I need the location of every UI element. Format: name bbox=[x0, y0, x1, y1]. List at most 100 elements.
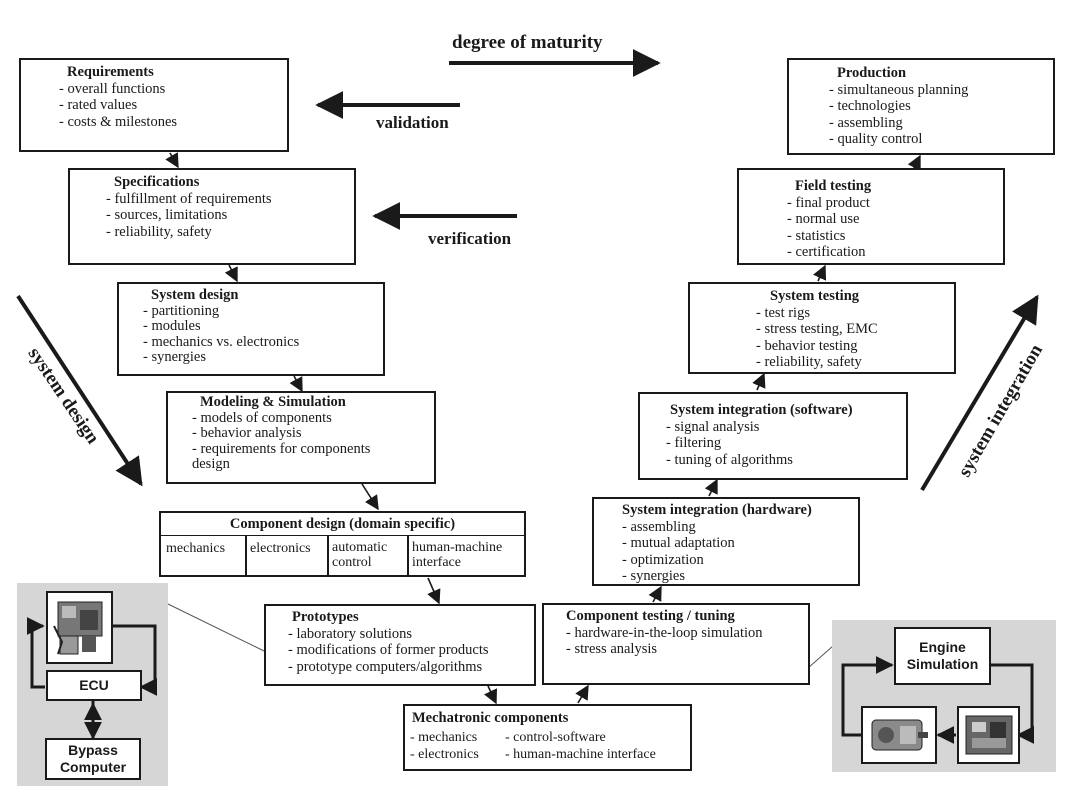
connector-hw-sw bbox=[704, 478, 718, 497]
component-cell-hmi: human-machine interface bbox=[412, 540, 503, 570]
system-testing-item: stress testing, EMC bbox=[756, 321, 948, 338]
component-testing-box: Component testing / tuning hardware-in-t… bbox=[542, 603, 810, 685]
modeling-box: Modeling & Simulation models of componen… bbox=[166, 391, 436, 484]
system-testing-item: behavior testing bbox=[756, 338, 948, 355]
mechatronic-box: Mechatronic components - mechanics - con… bbox=[403, 704, 692, 771]
connector-req-spec bbox=[165, 152, 179, 169]
production-item: assembling bbox=[829, 115, 1047, 132]
engine-photo bbox=[46, 591, 113, 664]
modeling-title: Modeling & Simulation bbox=[200, 394, 346, 410]
validation-label: validation bbox=[376, 113, 449, 132]
specifications-item: reliability, safety bbox=[106, 224, 348, 241]
prototypes-item: modifications of former products bbox=[288, 642, 528, 659]
connector-mechatronic-comptesting bbox=[575, 684, 589, 704]
component-design-box: Component design (domain specific) mecha… bbox=[159, 511, 526, 577]
component-cell-electronics: electronics bbox=[250, 541, 311, 556]
mechatronic-title: Mechatronic components bbox=[412, 710, 569, 726]
system-design-item: synergies bbox=[143, 349, 377, 366]
connector-systesting-field bbox=[812, 264, 827, 282]
gearbox-icon bbox=[871, 719, 928, 751]
field-testing-title: Field testing bbox=[795, 178, 872, 194]
production-item: simultaneous planning bbox=[829, 82, 1047, 99]
requirements-box: Requirements overall functions rated val… bbox=[19, 58, 289, 152]
callout-right bbox=[807, 645, 834, 669]
ecu-board-photo bbox=[957, 706, 1020, 764]
system-integration-sw-title: System integration (software) bbox=[670, 402, 853, 418]
system-integration-hw-item: mutual adaptation bbox=[622, 535, 852, 552]
system-testing-title: System testing bbox=[770, 288, 860, 304]
system-design-item: mechanics vs. electronics bbox=[143, 334, 377, 351]
prototypes-box: Prototypes laboratory solutions modifica… bbox=[264, 604, 536, 686]
modeling-item: requirements for components design bbox=[192, 441, 407, 473]
field-testing-item: normal use bbox=[787, 211, 997, 228]
production-item: quality control bbox=[829, 131, 1047, 148]
system-integration-sw-item: signal analysis bbox=[666, 419, 900, 436]
production-item: technologies bbox=[829, 98, 1047, 115]
engine-sim-wires bbox=[841, 656, 1035, 744]
field-testing-box: Field testing final product normal use s… bbox=[737, 168, 1005, 265]
system-design-box: System design partitioning modules mecha… bbox=[117, 282, 385, 376]
engine-simulation-panel: Engine Simulation bbox=[832, 620, 1056, 772]
field-testing-item: statistics bbox=[787, 228, 997, 245]
system-testing-item: test rigs bbox=[756, 305, 948, 322]
verification-label: verification bbox=[428, 229, 512, 248]
component-testing-item: stress analysis bbox=[566, 641, 802, 658]
production-title: Production bbox=[837, 65, 907, 81]
connector-sw-systesting bbox=[752, 372, 766, 391]
system-testing-item: reliability, safety bbox=[756, 354, 948, 371]
mechatronic-item-electronics: - electronics bbox=[410, 747, 479, 762]
callout-left bbox=[167, 603, 265, 652]
mechatronic-item-control-software: - control-software bbox=[505, 730, 606, 745]
system-integration-hw-title: System integration (hardware) bbox=[622, 502, 812, 518]
component-design-title: Component design (domain specific) bbox=[161, 513, 524, 536]
mechatronic-item-hmi: - human-machine interface bbox=[505, 747, 656, 762]
field-testing-item: final product bbox=[787, 195, 997, 212]
connector-spec-sysdesign bbox=[224, 264, 238, 283]
requirements-item: rated values bbox=[59, 97, 281, 114]
system-integration-hw-box: System integration (hardware) assembling… bbox=[592, 497, 860, 586]
ecu-box: ECU bbox=[46, 670, 142, 701]
specifications-item: fulfillment of requirements bbox=[106, 191, 348, 208]
system-integration-sw-item: filtering bbox=[666, 435, 900, 452]
circuit-board-icon bbox=[965, 715, 1012, 755]
connector-comptesting-hw bbox=[648, 585, 662, 603]
ecu-panel-wires bbox=[26, 617, 158, 740]
system-design-title: System design bbox=[151, 287, 239, 303]
component-testing-item: hardware-in-the-loop simulation bbox=[566, 625, 802, 642]
production-box: Production simultaneous planning technol… bbox=[787, 58, 1055, 155]
system-integration-sw-box: System integration (software) signal ana… bbox=[638, 392, 908, 480]
gearbox-photo bbox=[861, 706, 937, 764]
mechatronic-item-mechanics: - mechanics bbox=[410, 730, 478, 745]
degree-of-maturity-label: degree of maturity bbox=[452, 32, 603, 53]
prototypes-title: Prototypes bbox=[292, 609, 359, 625]
system-integration-hw-item: synergies bbox=[622, 568, 852, 585]
bypass-computer-box: Bypass Computer bbox=[45, 738, 141, 780]
system-testing-box: System testing test rigs stress testing,… bbox=[688, 282, 956, 374]
system-design-arrow bbox=[16, 294, 143, 487]
modeling-item: models of components bbox=[192, 410, 428, 427]
system-integration-hw-item: optimization bbox=[622, 552, 852, 569]
system-integration-hw-item: assembling bbox=[622, 519, 852, 536]
component-cell-automatic-control: automatic control bbox=[332, 540, 388, 570]
system-design-item: modules bbox=[143, 318, 377, 335]
connector-compdesign-prototypes bbox=[427, 577, 441, 605]
requirements-item: overall functions bbox=[59, 81, 281, 98]
requirements-title: Requirements bbox=[67, 64, 154, 80]
ecu-panel: ECU Bypass Computer bbox=[17, 583, 168, 786]
specifications-item: sources, limitations bbox=[106, 207, 348, 224]
connector-prototypes-mechatronic bbox=[483, 685, 497, 705]
connector-modeling-compdesign bbox=[361, 483, 379, 511]
specifications-title: Specifications bbox=[114, 174, 200, 190]
component-cell-mechanics: mechanics bbox=[166, 541, 226, 556]
component-testing-title: Component testing / tuning bbox=[566, 608, 735, 624]
prototypes-item: laboratory solutions bbox=[288, 626, 528, 643]
engine-simulation-box: Engine Simulation bbox=[894, 627, 991, 685]
engine-icon bbox=[52, 601, 102, 654]
prototypes-item: prototype computers/algorithms bbox=[288, 659, 528, 676]
modeling-item: behavior analysis bbox=[192, 425, 428, 442]
requirements-item: costs & milestones bbox=[59, 114, 281, 131]
system-integration-sw-item: tuning of algorithms bbox=[666, 452, 900, 469]
specifications-box: Specifications fulfillment of requiremen… bbox=[68, 168, 356, 265]
